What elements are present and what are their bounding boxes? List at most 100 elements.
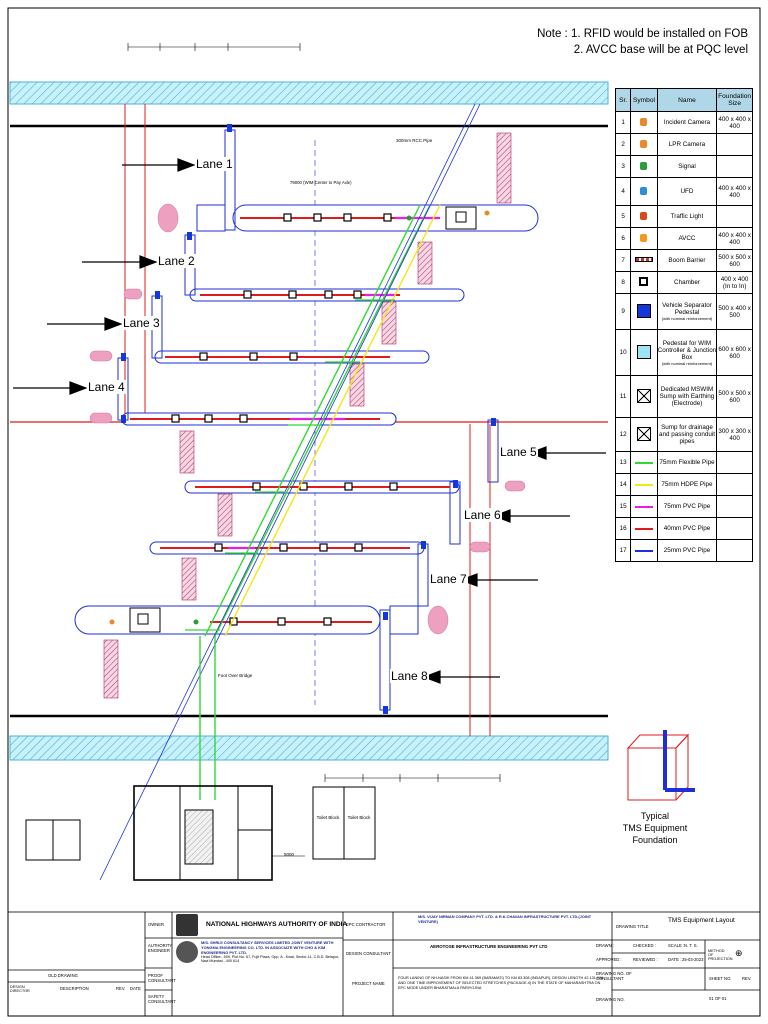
lane-label-2: Lane 2 bbox=[157, 254, 196, 268]
legend-name: Sump for drainage and passing conduit pi… bbox=[656, 417, 718, 452]
legend-symbol bbox=[630, 517, 658, 540]
pipe-icon bbox=[634, 550, 653, 552]
legend-name: AVCC bbox=[656, 227, 718, 250]
rcc-pipe-label: 300mm RCC Pipe bbox=[396, 138, 433, 143]
legend-name: Pedestal for WIM Controller & Junction B… bbox=[656, 329, 718, 376]
title-block-frame bbox=[7, 911, 761, 1017]
tms-foundation-icon bbox=[626, 730, 695, 801]
device-icon bbox=[640, 233, 648, 242]
legend-name: Vehicle Separator Pedestal(with nominal … bbox=[656, 293, 718, 330]
lane-label-3: Lane 3 bbox=[122, 316, 161, 330]
pipe-icon bbox=[634, 462, 653, 464]
pipe-icon bbox=[634, 506, 653, 508]
legend-name-text: 75mm HDPE Pipe bbox=[661, 481, 713, 488]
caption-line-1: Typical bbox=[640, 811, 669, 821]
legend-symbol bbox=[630, 271, 658, 294]
legend-name-text: Dedicated MSWIM Sump with Earthing (Elec… bbox=[659, 386, 715, 407]
legend-size bbox=[716, 495, 753, 518]
legend-name: 75mm PVC Pipe bbox=[656, 495, 718, 518]
legend-name: Boom Barrier bbox=[656, 249, 718, 272]
legend-header-symbol: Symbol bbox=[630, 88, 658, 112]
legend-symbol bbox=[630, 293, 658, 330]
device-icon bbox=[640, 211, 648, 220]
device-icon bbox=[640, 161, 648, 170]
legend-name: 25mm PVC Pipe bbox=[656, 539, 718, 562]
diagonal-cables bbox=[99, 103, 481, 881]
legend-symbol bbox=[630, 205, 658, 228]
cable-75mm-pvc bbox=[228, 216, 440, 550]
legend-row: 10 Pedestal for WIM Controller & Junction… bbox=[614, 329, 753, 376]
legend-header-sr: Sr. bbox=[614, 88, 632, 112]
legend-name-text: Chamber bbox=[674, 279, 700, 286]
legend-symbol bbox=[630, 417, 658, 452]
legend-name: Traffic Light bbox=[656, 205, 718, 228]
lane-label-4: Lane 4 bbox=[87, 380, 126, 394]
legend-sr: 6 bbox=[614, 227, 632, 250]
legend-name-text: 25mm PVC Pipe bbox=[663, 547, 711, 554]
legend-sr: 10 bbox=[614, 329, 632, 376]
legend-row: 11 Dedicated MSWIM Sump with Earthing (El… bbox=[614, 375, 753, 418]
legend-name: Signal bbox=[656, 155, 718, 178]
sump-icon bbox=[636, 426, 651, 441]
sump-icon bbox=[636, 388, 651, 403]
device-icon bbox=[640, 117, 648, 126]
legend-symbol bbox=[630, 451, 658, 474]
equipment bbox=[109, 206, 490, 633]
legend-name: Incident Camera bbox=[656, 111, 718, 134]
building-plan bbox=[25, 785, 376, 881]
pedestal-icon bbox=[636, 303, 651, 318]
pedestal-icon bbox=[636, 344, 651, 359]
legend-name: Chamber bbox=[656, 271, 718, 294]
legend-name: Dedicated MSWIM Sump with Earthing (Elec… bbox=[656, 375, 718, 418]
legend-name-text: Incident Camera bbox=[663, 119, 711, 126]
legend-name-text: 75mm Flexible Pipe bbox=[659, 459, 715, 466]
legend-sr: 17 bbox=[614, 539, 632, 562]
hatched-blocks bbox=[103, 132, 512, 699]
legend-size bbox=[716, 133, 753, 156]
legend-sr: 13 bbox=[614, 451, 632, 474]
legend-sr: 15 bbox=[614, 495, 632, 518]
toilet-label-2: Toilet Block bbox=[347, 815, 371, 820]
legend-name-text: 75mm PVC Pipe bbox=[663, 503, 711, 510]
green-branches bbox=[185, 299, 395, 631]
lane-markers bbox=[89, 203, 526, 635]
wim-center-label: 79000 (WIM Center to Pay Axle) bbox=[290, 180, 352, 185]
dim-5-label: 5000 bbox=[284, 852, 295, 857]
legend-size: 400 x 400 x 400 bbox=[716, 227, 753, 250]
legend-name: LPR Camera bbox=[656, 133, 718, 156]
notes: Note : 1. RFID would be installed on FOB… bbox=[537, 26, 748, 58]
legend-size: 300 x 300 x 400 bbox=[716, 417, 753, 452]
lane-label-6: Lane 6 bbox=[463, 508, 502, 522]
legend-symbol bbox=[630, 329, 658, 376]
lane-label-8: Lane 8 bbox=[390, 669, 429, 683]
legend-name-text: Vehicle Separator Pedestal bbox=[662, 302, 712, 316]
legend-name: 40mm PVC Pipe bbox=[656, 517, 718, 540]
legend-symbol bbox=[630, 473, 658, 496]
lane-label-7: Lane 7 bbox=[429, 572, 468, 586]
legend-name-text: Pedestal for WIM Controller & Junction B… bbox=[657, 339, 717, 361]
note-1: Note : 1. RFID would be installed on FOB bbox=[537, 28, 748, 40]
legend-name: UFD bbox=[656, 177, 718, 206]
legend-size bbox=[716, 517, 753, 540]
legend-sr: 11 bbox=[614, 375, 632, 418]
legend-sr: 3 bbox=[614, 155, 632, 178]
legend-row: 13 75mm Flexible Pipe bbox=[614, 451, 753, 474]
legend-size: 500 x 400 x 500 bbox=[716, 293, 753, 330]
chambers bbox=[171, 213, 398, 626]
legend-sr: 4 bbox=[614, 177, 632, 206]
fob-label: Foot Over Bridge bbox=[218, 673, 253, 678]
legend-name-text: Signal bbox=[678, 163, 696, 170]
lane-arrows bbox=[13, 158, 606, 684]
legend-sr: 16 bbox=[614, 517, 632, 540]
legend-size bbox=[716, 155, 753, 178]
legend-size: 600 x 600 x 600 bbox=[716, 329, 753, 376]
foundation-caption: Typical TMS Equipment Foundation bbox=[612, 810, 698, 846]
legend-row: 3 Signal bbox=[614, 155, 753, 178]
